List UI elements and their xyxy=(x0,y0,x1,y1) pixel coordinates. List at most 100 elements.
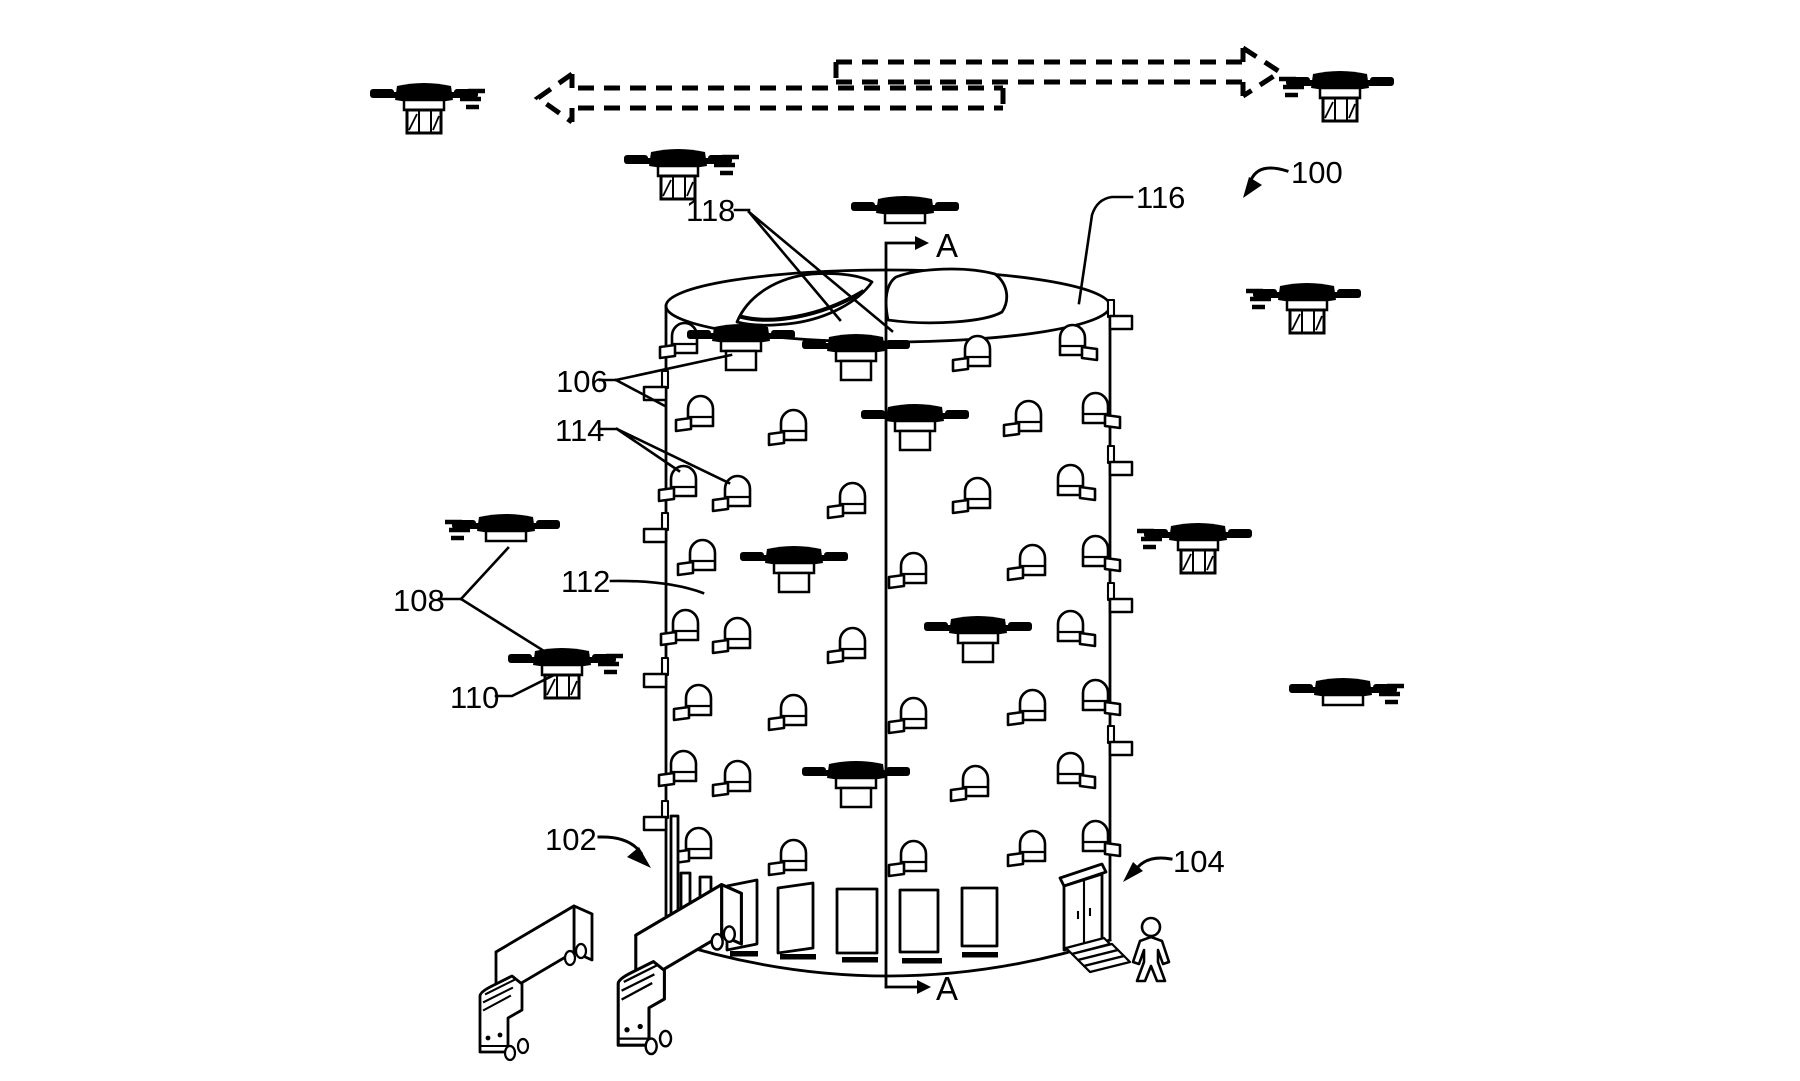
section-arrow-top xyxy=(915,236,929,250)
uav-icon xyxy=(1251,281,1363,312)
tower-base-rim xyxy=(664,938,1112,978)
tower-openings-layer xyxy=(642,298,1134,964)
landing-bay-window xyxy=(672,826,713,865)
package-icon xyxy=(405,108,443,135)
package-icon xyxy=(839,359,873,382)
dock-threshold-bar xyxy=(842,957,878,963)
landing-bay-window xyxy=(711,616,752,655)
uav-flying xyxy=(368,81,485,135)
edge-perch xyxy=(642,511,670,544)
landing-bay-window xyxy=(1058,323,1099,362)
outbound-flight-arrow xyxy=(833,45,1285,99)
person-figure xyxy=(1131,916,1171,983)
leader-110 xyxy=(494,674,554,698)
uav-icon xyxy=(450,512,562,543)
uav-flying xyxy=(445,512,562,543)
package-icon xyxy=(1179,548,1217,575)
label-104: 104 xyxy=(1173,844,1225,879)
loading-dock-opening xyxy=(960,886,999,948)
edge-perch xyxy=(1106,444,1134,477)
package-icon xyxy=(1288,308,1326,335)
package-icon xyxy=(543,673,581,700)
leader-102 xyxy=(597,835,651,868)
leader-106 xyxy=(598,353,733,408)
loading-dock-opening xyxy=(835,887,879,955)
landing-bay-window xyxy=(672,683,713,722)
package-icon xyxy=(777,571,811,594)
landing-bay-window xyxy=(826,626,867,665)
uav-icon xyxy=(859,402,971,433)
dock-threshold-bar xyxy=(780,954,816,960)
uav-icon xyxy=(506,646,618,677)
label-100: 100 xyxy=(1291,155,1343,190)
leader-118 xyxy=(733,208,894,333)
landing-bay-window xyxy=(711,474,752,513)
package-icon xyxy=(898,429,932,452)
uav-icon xyxy=(800,759,912,790)
leader-114 xyxy=(597,427,731,485)
delivery-truck-right xyxy=(616,883,743,1056)
inbound-flight-arrow xyxy=(533,71,1006,125)
landing-bay-window xyxy=(1006,688,1047,727)
dock-threshold-bar xyxy=(962,952,998,958)
edge-perch xyxy=(1106,298,1134,331)
leader-lines xyxy=(437,166,1289,882)
loading-dock-opening xyxy=(776,881,815,955)
uav-flying xyxy=(1279,69,1396,123)
uav-flying xyxy=(1246,281,1363,335)
entrance-steps xyxy=(1064,936,1132,974)
uav-icon xyxy=(1142,521,1254,552)
uav-flying xyxy=(622,147,739,201)
edge-perch xyxy=(642,656,670,689)
uav-at-bay xyxy=(800,332,912,382)
rooftop-hatch-left-lip xyxy=(739,289,865,322)
loading-dock-opening xyxy=(898,888,940,954)
uav-at-bay xyxy=(800,759,912,809)
uav-flying xyxy=(849,194,961,225)
label-102: 102 xyxy=(545,822,597,857)
uav-at-bay xyxy=(859,402,971,452)
dock-threshold-bar xyxy=(902,958,942,964)
dock-threshold-bar xyxy=(730,951,758,957)
landing-bay-window xyxy=(826,481,867,520)
package-icon xyxy=(1321,96,1359,123)
section-line-a xyxy=(884,236,931,994)
landing-bay-window xyxy=(674,394,715,433)
landing-bay-window xyxy=(676,538,717,577)
landing-bay-window xyxy=(1081,819,1122,858)
label-112: 112 xyxy=(561,564,610,599)
label-118: 118 xyxy=(686,193,735,228)
uav-icon xyxy=(622,147,734,178)
label-section-a-bottom: A xyxy=(936,970,958,1007)
landing-bay-window xyxy=(711,759,752,798)
rooftop-hatch-right xyxy=(884,267,1009,325)
section-arrow-bottom xyxy=(917,980,931,994)
landing-bay-window xyxy=(887,551,928,590)
landing-bay-window xyxy=(1056,609,1097,648)
uav-at-bay xyxy=(685,322,797,372)
landing-bay-window xyxy=(1081,391,1122,430)
uav-flying xyxy=(1287,676,1404,707)
uav-icon xyxy=(1287,676,1399,707)
delivery-truck-left xyxy=(478,904,594,1062)
landing-bay-window xyxy=(1006,543,1047,582)
landing-bay-window xyxy=(951,476,992,515)
landing-bay-window xyxy=(657,749,698,788)
landing-bay-window xyxy=(767,838,808,877)
label-116: 116 xyxy=(1136,180,1185,215)
label-108: 108 xyxy=(393,583,445,618)
landing-bay-window xyxy=(1002,399,1043,438)
uav-icon xyxy=(1284,69,1396,100)
leader-112 xyxy=(609,579,705,595)
edge-perch xyxy=(642,799,670,832)
landing-bay-window xyxy=(1081,534,1122,573)
reference-numerals: 118 116 100 106 114 112 108 110 102 104 … xyxy=(393,155,1343,1007)
leader-104 xyxy=(1123,856,1173,882)
landing-bay-window xyxy=(767,693,808,732)
landing-bay-window xyxy=(1056,463,1097,502)
label-106: 106 xyxy=(556,364,608,399)
uav-icon xyxy=(738,544,850,575)
leader-116 xyxy=(1077,195,1134,305)
leader-108 xyxy=(437,546,546,653)
package-icon xyxy=(961,641,995,664)
